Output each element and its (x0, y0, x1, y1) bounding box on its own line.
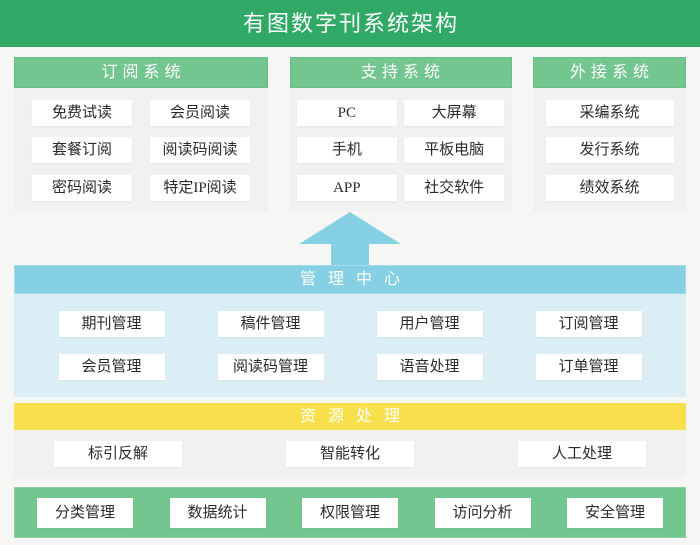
management-center-header: 管理中心 (14, 265, 686, 294)
external-item-box: 绩效系统 (545, 174, 674, 201)
external-system-panel: 外接系统 采编系统发行系统绩效系统 (533, 57, 686, 212)
resource-processing-header: 资源处理 (14, 403, 686, 430)
support-item-box: PC (296, 99, 397, 126)
up-arrow-icon (299, 212, 401, 265)
external-system-items: 采编系统发行系统绩效系统 (533, 88, 686, 212)
management-item-box: 订单管理 (535, 354, 642, 380)
resource-item-box: 智能转化 (286, 440, 414, 467)
bottom-module-box: 分类管理 (37, 497, 133, 528)
resource-processing-items: 标引反解 智能转化 人工处理 (14, 430, 686, 477)
support-item-box: 手机 (296, 137, 397, 163)
management-item-box: 阅读码管理 (217, 354, 324, 380)
support-item-box: 平板电脑 (404, 137, 505, 163)
support-item-box: APP (296, 174, 397, 201)
management-item-box: 语音处理 (376, 354, 483, 380)
subscription-item-box: 密码阅读 (32, 174, 132, 201)
external-item-box: 发行系统 (545, 137, 674, 163)
management-item-box: 用户管理 (376, 311, 483, 337)
subscription-item-box: 阅读码阅读 (150, 137, 250, 163)
bottom-module-box: 安全管理 (567, 497, 663, 528)
support-system-items: PC 大屏幕手机平板电脑 APP 社交软件 (289, 88, 512, 212)
subscription-system-header: 订阅系统 (14, 57, 268, 88)
management-item-box: 期刊管理 (58, 311, 165, 337)
subscription-item-box: 特定IP阅读 (150, 174, 250, 201)
external-system-header: 外接系统 (533, 57, 686, 88)
bottom-modules-bar: 分类管理 数据统计 权限管理 访问分析 安全管理 (14, 487, 686, 538)
bottom-module-box: 访问分析 (434, 497, 531, 528)
management-center-items: 期刊管理 稿件管理 用户管理 订阅管理会员管理 阅读码管理 语音处理 订单管理 (14, 294, 686, 397)
management-item-box: 稿件管理 (217, 311, 324, 337)
bottom-module-box: 数据统计 (169, 497, 266, 528)
subscription-item-box: 会员阅读 (150, 99, 250, 126)
subscription-system-items: 免费试读会员阅读套餐订阅阅读码阅读密码阅读特定IP阅读 (14, 88, 268, 212)
resource-item-box: 人工处理 (518, 440, 646, 467)
up-arrow-stem (331, 244, 369, 265)
subscription-item-box: 套餐订阅 (32, 137, 132, 163)
page-title: 有图数字刊系统架构 (0, 0, 700, 47)
subscription-item-box: 免费试读 (32, 99, 132, 126)
flow-arrow-zone (0, 212, 700, 265)
external-item-box: 采编系统 (545, 99, 674, 126)
management-item-box: 会员管理 (58, 354, 165, 380)
top-systems-row: 订阅系统 免费试读会员阅读套餐订阅阅读码阅读密码阅读特定IP阅读 支持系统 PC… (14, 57, 686, 212)
bottom-module-box: 权限管理 (302, 497, 398, 528)
subscription-system-panel: 订阅系统 免费试读会员阅读套餐订阅阅读码阅读密码阅读特定IP阅读 (14, 57, 268, 212)
support-system-header: 支持系统 (289, 57, 512, 88)
up-arrow-head (299, 212, 401, 244)
management-item-box: 订阅管理 (535, 311, 642, 337)
support-item-box: 社交软件 (404, 174, 505, 201)
support-item-box: 大屏幕 (404, 99, 505, 126)
resource-item-box: 标引反解 (54, 440, 182, 467)
support-system-panel: 支持系统 PC 大屏幕手机平板电脑 APP 社交软件 (289, 57, 512, 212)
